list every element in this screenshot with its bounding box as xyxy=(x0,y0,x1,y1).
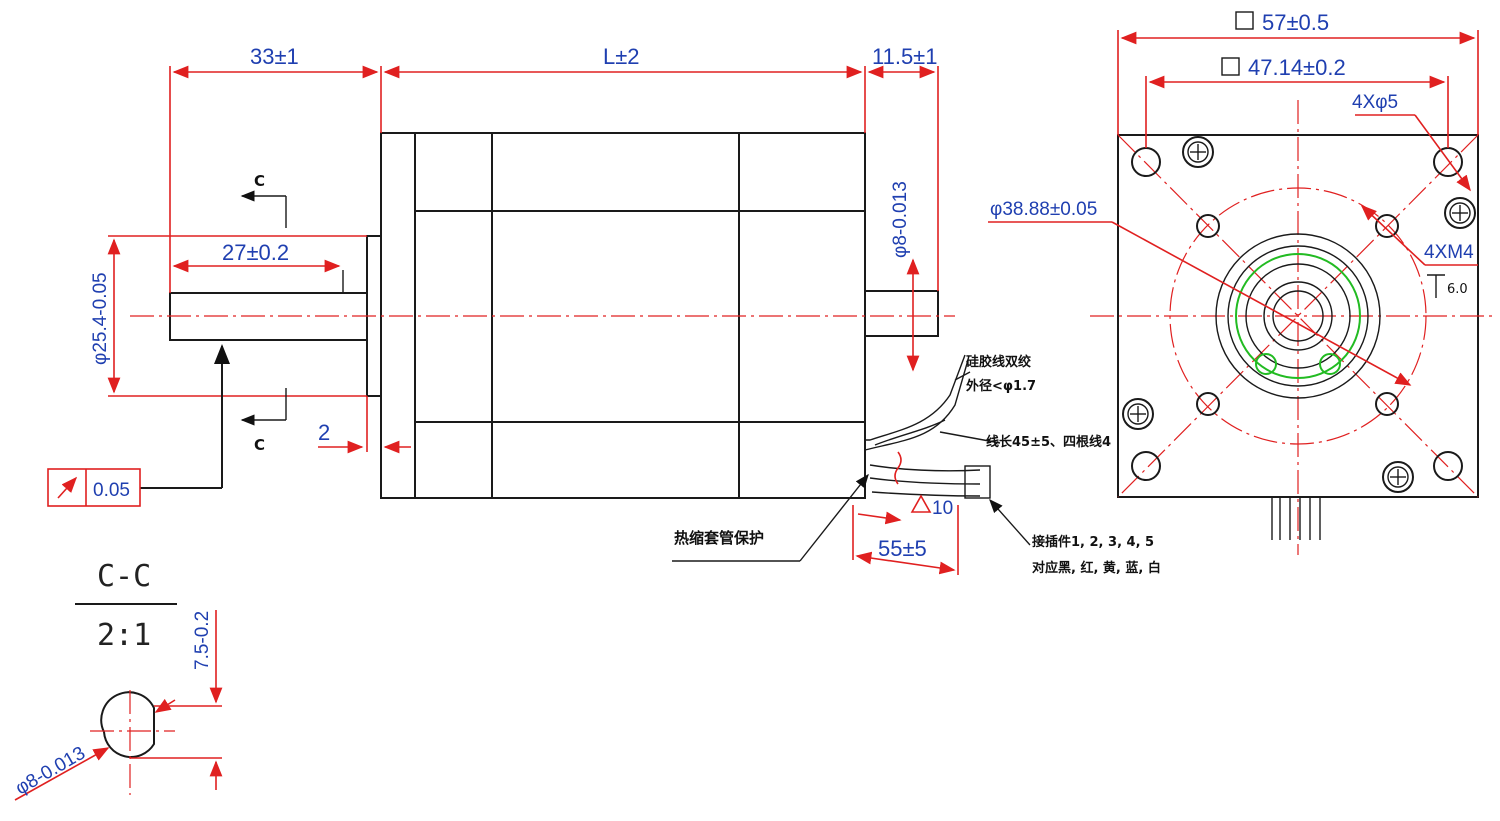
dim-section-diameter: φ8-0.013 xyxy=(12,743,89,800)
dim-rear-diameter: φ8-0.013 xyxy=(890,181,911,258)
section-mark-top: C xyxy=(254,172,265,190)
lead-wires xyxy=(864,354,1001,499)
dim-rear-shaft: 11.5±1 xyxy=(872,44,938,69)
dim-body-length: L±2 xyxy=(603,44,640,69)
screw-icon xyxy=(1122,136,1476,493)
dim-pilot-diameter: φ25.4-0.05 xyxy=(90,272,111,365)
note-connector: 接插件1, 2, 3, 4, 5 xyxy=(1032,534,1154,550)
bolt-circle xyxy=(1169,187,1427,445)
dim-lead-length: 55±5 xyxy=(878,536,927,561)
section-view: C-C 2:1 7.5-0.2 φ8-0.013 xyxy=(12,559,223,801)
dim-thread-depth: 6.0 xyxy=(1447,282,1468,297)
dim-lead-angle: 10 xyxy=(932,498,953,519)
runout-frame xyxy=(47,468,141,507)
note-sleeve: 热缩套管保护 xyxy=(674,529,764,547)
dim-mount-holes: 4Xφ5 xyxy=(1352,92,1398,113)
note-lead-length: 线长45±5、四根线4 xyxy=(986,434,1111,450)
rear-shaft xyxy=(864,290,939,337)
dim-frame-size: 57±0.5 xyxy=(1262,10,1329,35)
section-shaft xyxy=(100,691,155,758)
note-wire-colors: 对应黑, 红, 黄, 蓝, 白 xyxy=(1032,560,1161,576)
front-view: 57±0.5 47.14±0.2 4Xφ5 φ38.88±0.05 4XM4 6… xyxy=(988,10,1495,555)
section-scale: 2:1 xyxy=(97,618,151,653)
note-cable-outer: 外径<φ1.7 xyxy=(965,378,1036,394)
dim-tapped-holes: 4XM4 xyxy=(1424,242,1474,263)
section-mark-bottom: C xyxy=(254,436,265,454)
note-cable-type: 硅胶线双绞 xyxy=(966,354,1031,370)
side-view: 33±1 L±2 11.5±1 φ8-0.013 27±0.2 φ25.4-0.… xyxy=(47,44,1161,576)
dim-section-flat: 7.5-0.2 xyxy=(192,611,213,670)
section-name: C-C xyxy=(97,559,151,594)
dim-flat-length: 27±0.2 xyxy=(222,240,289,265)
runout-value: 0.05 xyxy=(93,480,130,501)
dim-bolt-spacing: 47.14±0.2 xyxy=(1248,55,1346,80)
dim-front-shaft: 33±1 xyxy=(250,44,299,69)
dim-pilot-height: 2 xyxy=(318,420,330,445)
dim-bolt-circle: φ38.88±0.05 xyxy=(990,199,1097,220)
